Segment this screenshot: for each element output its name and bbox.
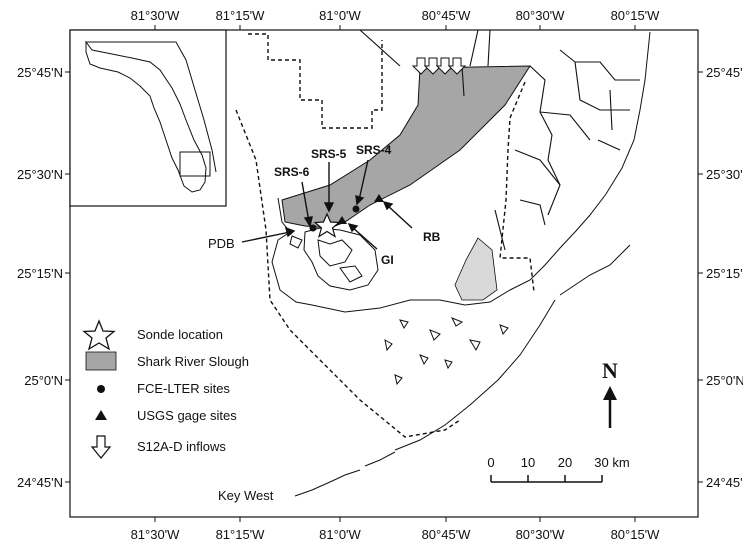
legend-usgs-label: USGS gage sites — [137, 408, 237, 423]
florida-keys — [294, 244, 631, 497]
left-tick-label: 25°45'N — [17, 65, 63, 80]
site-leader-arrows — [241, 159, 413, 250]
bottom-tick-label: 81°0'W — [319, 527, 361, 542]
bottom-tick-label: 80°15'W — [611, 527, 661, 542]
florida-inset — [69, 29, 227, 207]
top-tick-label: 81°0'W — [319, 8, 361, 23]
right-tick-label: 25°15'N — [706, 266, 743, 281]
site-label-srs5: SRS-5 — [311, 147, 347, 161]
north-arrow-label: N — [602, 358, 618, 383]
s12-inflow-arrows — [411, 57, 467, 75]
park-boundary — [235, 33, 461, 438]
park-boundary-east — [499, 81, 535, 293]
right-tick-label: 25°30'N — [706, 167, 743, 182]
key-west-label: Key West — [218, 488, 274, 503]
right-tick-labels: 25°45'N 25°30'N 25°15'N 25°0'N 24°45'N — [706, 65, 743, 490]
legend-usgs-icon — [95, 410, 107, 420]
left-tick-label: 25°15'N — [17, 266, 63, 281]
top-tick-label: 81°30'W — [131, 8, 181, 23]
mainland-coastline — [271, 31, 651, 313]
bottom-tick-labels: 81°30'W 81°15'W 81°0'W 80°45'W 80°30'W 8… — [131, 527, 661, 542]
fce-site-srs4-marker — [352, 205, 360, 213]
scale-tick-label: 10 — [521, 455, 535, 470]
top-tick-label: 80°15'W — [611, 8, 661, 23]
legend-inflow-label: S12A-D inflows — [137, 439, 226, 454]
scale-tick-label: 30 km — [594, 455, 629, 470]
top-tick-label: 80°45'W — [422, 8, 472, 23]
legend-sonde-icon — [82, 319, 116, 351]
inset-study-area-box — [179, 151, 211, 177]
legend-sonde-label: Sonde location — [137, 327, 223, 342]
legend-slough-swatch — [85, 351, 117, 371]
bottom-tick-label: 81°15'W — [216, 527, 266, 542]
mangrove-islands — [289, 227, 379, 291]
right-tick-label: 25°0'N — [706, 373, 743, 388]
site-label-rb: RB — [423, 230, 441, 244]
top-tick-label: 81°15'W — [216, 8, 266, 23]
scale-tick-label: 20 — [558, 455, 572, 470]
scale-bar: 0 10 20 30 km — [487, 455, 630, 483]
site-label-gi: GI — [381, 253, 394, 267]
tick-marks — [65, 25, 703, 522]
top-tick-labels: 81°30'W 81°15'W 81°0'W 80°45'W 80°30'W 8… — [131, 8, 661, 23]
scale-tick-label: 0 — [487, 455, 494, 470]
legend-fce-icon — [97, 385, 105, 393]
legend: Sonde location Shark River Slough FCE-LT… — [82, 319, 249, 459]
bottom-tick-label: 80°45'W — [422, 527, 472, 542]
legend-slough-label: Shark River Slough — [137, 354, 249, 369]
florida-bay-islands — [384, 317, 509, 386]
right-tick-label: 25°45'N — [706, 65, 743, 80]
bottom-tick-label: 80°30'W — [516, 527, 566, 542]
north-arrow-head — [603, 386, 617, 400]
fce-site-srs6-marker — [309, 224, 317, 232]
shark-river-slough — [281, 65, 531, 229]
usgs-gage-rb-marker — [374, 194, 384, 202]
sonde-location-marker — [313, 212, 341, 238]
usgs-gage-gi-marker — [337, 216, 347, 224]
north-arrow: N — [602, 358, 618, 428]
bottom-tick-label: 81°30'W — [131, 527, 181, 542]
taylor-slough-area — [454, 237, 498, 301]
right-tick-label: 24°45'N — [706, 475, 743, 490]
canals — [359, 29, 640, 251]
site-label-pdb: PDB — [208, 236, 235, 251]
legend-fce-label: FCE-LTER sites — [137, 381, 230, 396]
left-tick-label: 25°30'N — [17, 167, 63, 182]
site-label-srs6: SRS-6 — [274, 165, 310, 179]
top-tick-label: 80°30'W — [516, 8, 566, 23]
left-tick-label: 24°45'N — [17, 475, 63, 490]
site-label-srs4: SRS-4 — [356, 143, 392, 157]
florida-inset-outline — [85, 40, 207, 193]
left-tick-label: 25°0'N — [24, 373, 63, 388]
left-tick-labels: 25°45'N 25°30'N 25°15'N 25°0'N 24°45'N — [17, 65, 63, 490]
legend-inflow-icon — [90, 435, 112, 459]
